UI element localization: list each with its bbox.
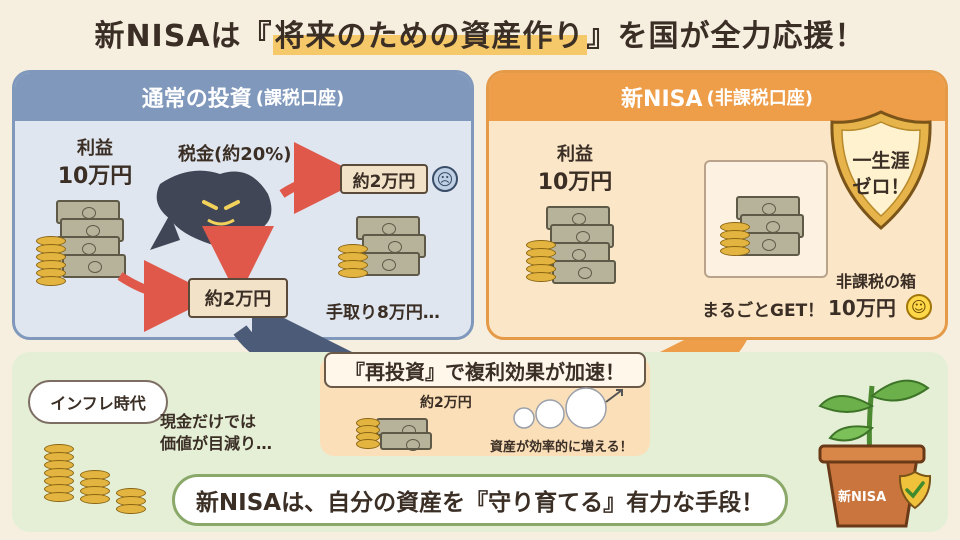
inflation-cloud: インフレ時代 [28,380,168,424]
inflation-line1: 現金だけでは [160,412,257,431]
pot-label: 新NISA [838,490,887,505]
nisa-profit-value: 10万円 [537,170,613,195]
tax-label: 税金(約20%) [178,144,292,165]
title-highlight: 将来のための資産作り [272,11,587,55]
happy-face-icon: ☺ [906,294,932,320]
takehome-text: 手取り8万円… [326,303,440,323]
check-icon [898,470,932,510]
reinvest-amount: 約2万円 [420,395,472,411]
tax-amount-box: 約2万円 [340,164,428,194]
shield-line1: 一生涯 [852,150,910,172]
nisa-heading-text: 新NISA [621,87,703,112]
page-title: 新NISAは『将来のための資産作り』を国が全力応援！ [0,0,960,66]
get-all-text: まるごとGET！ [702,301,825,321]
taxable-profit-label: 利益 [77,138,113,159]
taxable-heading-paren: (課税口座) [255,88,345,109]
nisa-profit-label: 利益 [557,144,593,165]
conclusion-banner: 新NISAは、自分の資産を『守り育てる』有力な手段！ [172,474,788,526]
inflation-line2: 価値が目減り… [160,434,273,453]
reinvest-caption: 資産が効率的に増える！ [490,440,633,455]
shield-line2: ゼロ！ [852,176,910,198]
get-all-value: 10万円 [828,296,896,320]
reinvest-title: 『再投資』で複利効果が加速！ [324,352,646,388]
tax-cardboard-box: 約2万円 [188,278,288,318]
nisa-panel-heading: 新NISA (非課税口座) [489,73,945,121]
nisa-heading-paren: (非課税口座) [706,88,813,109]
taxable-profit-value: 10万円 [57,164,133,189]
shield-icon [830,110,932,230]
sad-face-icon: ☹ [432,166,458,192]
taxable-panel-heading: 通常の投資 (課税口座) [15,73,471,121]
tax-free-box-label: 非課税の箱 [836,272,917,291]
snowball-icon [513,387,623,429]
sprout-pot-icon [818,379,930,528]
taxable-heading-text: 通常の投資 [141,87,252,112]
title-post: 』を国が全力応援！ [586,19,866,54]
title-pre: 新NISAは『 [94,19,273,54]
